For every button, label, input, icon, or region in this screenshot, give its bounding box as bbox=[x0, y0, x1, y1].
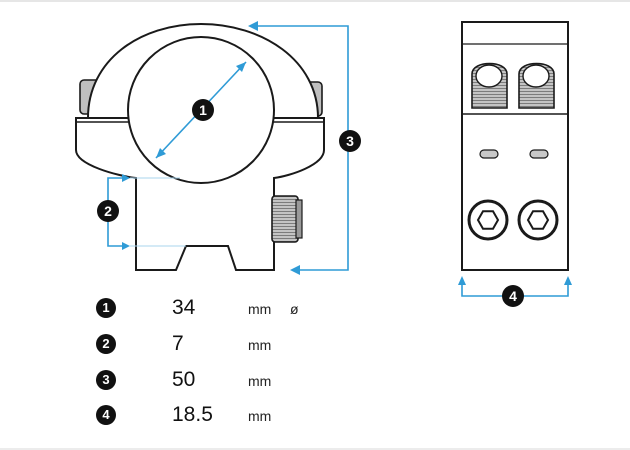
spec-badge: 1 bbox=[96, 298, 116, 318]
callout-badge-3: 3 bbox=[339, 130, 361, 152]
svg-text:4: 4 bbox=[509, 288, 517, 304]
clamp-screw-knob bbox=[271, 195, 299, 243]
diameter-symbol: ø bbox=[290, 301, 299, 317]
clamp-screw-cap bbox=[295, 199, 303, 239]
spec-unit: mm bbox=[248, 301, 272, 317]
hex-screw-right bbox=[517, 199, 559, 241]
spec-badge: 2 bbox=[96, 334, 116, 354]
svg-text:1: 1 bbox=[199, 102, 207, 118]
spec-value: 34 bbox=[172, 296, 196, 319]
svg-text:2: 2 bbox=[104, 203, 112, 219]
spec-row-1: 1 34 mm ø bbox=[96, 296, 356, 320]
top-screw-right-cap bbox=[522, 64, 550, 88]
spec-row-2: 2 7 mm bbox=[96, 332, 356, 356]
spec-row-3: 3 50 mm bbox=[96, 368, 356, 392]
spec-badge: 4 bbox=[96, 405, 116, 425]
top-divider bbox=[0, 0, 630, 2]
spec-value: 18.5 bbox=[172, 403, 213, 426]
side-view bbox=[461, 21, 569, 271]
callout-badge-4: 4 bbox=[502, 285, 524, 307]
top-screw-left-cap bbox=[475, 64, 503, 88]
spec-unit: mm bbox=[248, 337, 272, 353]
spec-badge: 3 bbox=[96, 370, 116, 390]
callout-badge-1: 1 bbox=[192, 99, 214, 121]
spec-unit: mm bbox=[248, 373, 272, 389]
front-view bbox=[75, 22, 325, 271]
slot-right bbox=[529, 149, 549, 159]
bottom-divider bbox=[0, 448, 630, 450]
ring-lower-body bbox=[75, 117, 325, 271]
svg-text:3: 3 bbox=[346, 133, 354, 149]
spec-value: 7 bbox=[172, 332, 184, 355]
spec-value: 50 bbox=[172, 368, 196, 391]
spec-row-4: 4 18.5 mm bbox=[96, 403, 356, 427]
spec-unit: mm bbox=[248, 408, 272, 424]
callout-badge-2: 2 bbox=[97, 200, 119, 222]
slot-left bbox=[479, 149, 499, 159]
hex-screw-left bbox=[467, 199, 509, 241]
